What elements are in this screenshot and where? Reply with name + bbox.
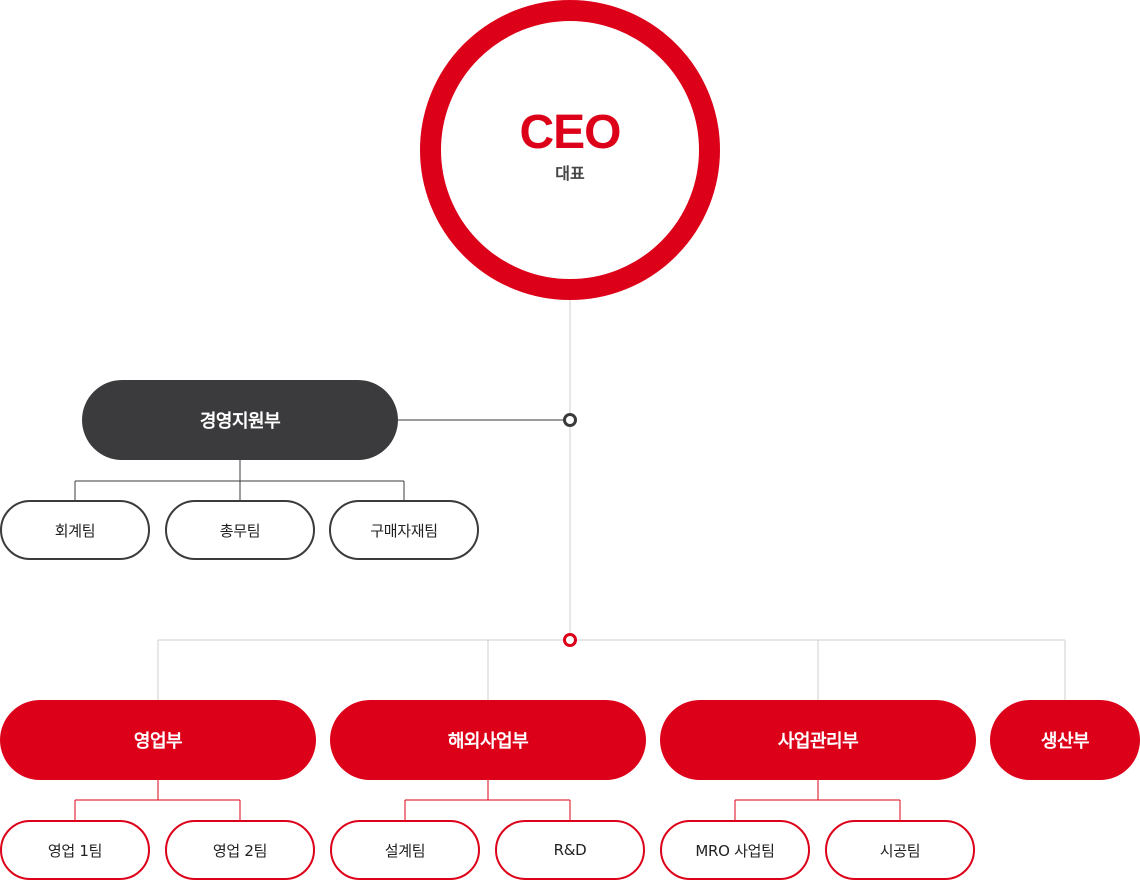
team-sales-1: 영업 1팀: [0, 820, 150, 880]
dept-support: 경영지원부: [82, 380, 398, 460]
junction-dot-support: [563, 413, 577, 427]
team-accounting: 회계팀: [0, 500, 150, 560]
team-rnd: R&D: [495, 820, 645, 880]
dept-sales: 영업부: [0, 700, 316, 780]
team-design: 설계팀: [330, 820, 480, 880]
team-purchasing: 구매자재팀: [329, 500, 479, 560]
junction-dot-depts: [563, 633, 577, 647]
team-mro: MRO 사업팀: [660, 820, 810, 880]
team-sales-2: 영업 2팀: [165, 820, 315, 880]
team-construction: 시공팀: [825, 820, 975, 880]
ceo-subtitle: 대표: [555, 164, 585, 183]
team-general-affairs: 총무팀: [165, 500, 315, 560]
dept-overseas: 해외사업부: [330, 700, 646, 780]
ceo-title: CEO: [519, 106, 621, 159]
dept-production: 생산부: [990, 700, 1140, 780]
dept-business-mgmt: 사업관리부: [660, 700, 976, 780]
ceo-node: CEO 대표: [420, 0, 720, 300]
